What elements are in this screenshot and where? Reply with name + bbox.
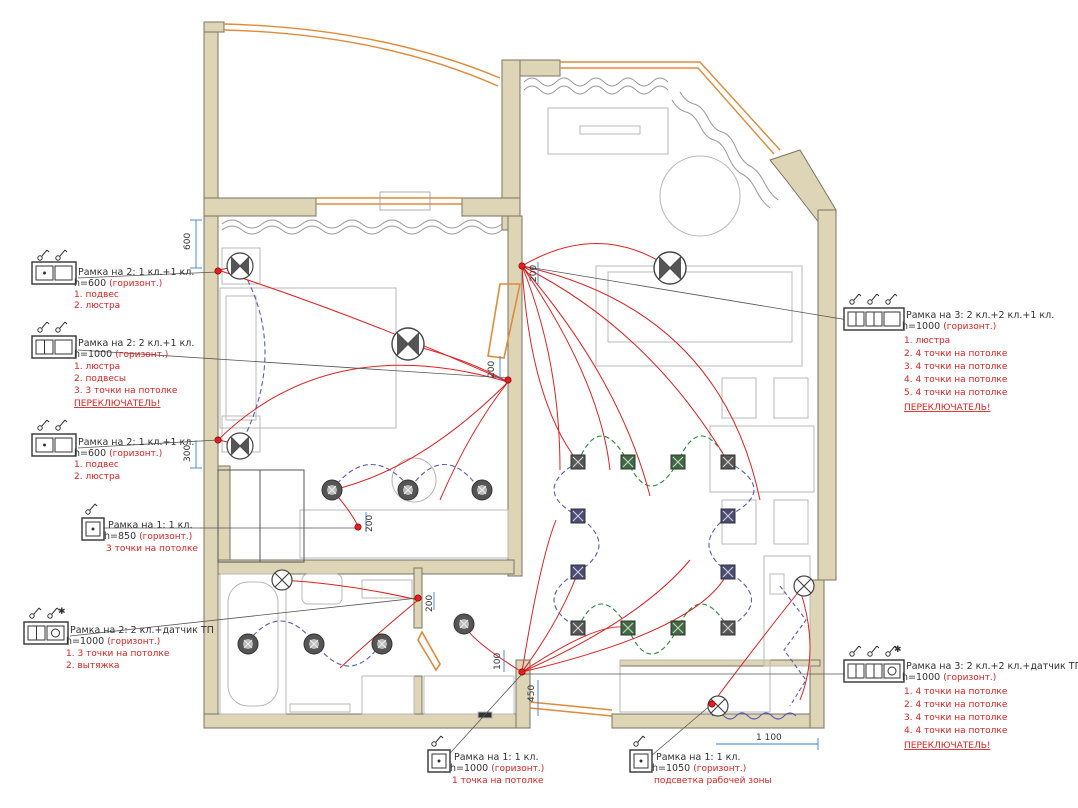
switch-3-line-1: 1. подвес <box>74 460 119 470</box>
leader-lines <box>69 265 849 763</box>
switch-3-title: Рамка на 2: 1 кл.+1 кл. <box>78 437 194 448</box>
switch-7-line-3: 3. 4 точки на потолке <box>904 713 1008 723</box>
switch-3-line-2: 2. люстра <box>74 472 120 482</box>
switch-4-height: h=850 (горизонт.) <box>104 531 192 542</box>
switch-6-line-5: 5. 4 точки на потолке <box>904 388 1008 398</box>
switch-annotation-6: Рамка на 3: 2 кл.+2 кл.+1 кл. h=1000 (го… <box>843 293 1054 413</box>
dim-300: 300 <box>183 445 193 462</box>
dim-450: 450 <box>527 685 537 702</box>
switch-annotation-7: ✱ Рамка на 3: 2 кл.+2 кл.+датчик ТП h=10… <box>843 645 1078 751</box>
dim-200-bath: 200 <box>425 595 435 612</box>
switch-6-line-1: 1. люстра <box>904 336 950 346</box>
switch-3-height: h=600 (горизонт.) <box>74 448 162 459</box>
switch-6-line-4: 4. 4 точки на потолке <box>904 375 1008 385</box>
ceiling-spot-icon <box>453 613 475 635</box>
switch-annotation-3: Рамка на 2: 1 кл.+1 кл. h=600 (горизонт.… <box>31 419 194 482</box>
switch-5-line-1: 1. 3 точки на потолке <box>66 649 170 659</box>
switch-2-line-2: 2. подвесы <box>74 374 126 384</box>
switch-5-title: Рамка на 2: 2 кл.+датчик ТП <box>70 625 214 636</box>
ceiling-square-light-icon <box>620 620 636 636</box>
switch-annotation-9: Рамка на 1: 1 кл. h=1050 (горизонт.) под… <box>629 735 772 786</box>
switch-5-line-2: 2. вытяжка <box>66 661 120 671</box>
dim-200-bedroom: 200 <box>487 361 497 378</box>
switch-9-line-1: подсветка рабочей зоны <box>654 776 772 786</box>
switch-1-line-2: 2. люстра <box>74 301 120 311</box>
ceiling-spot-icon <box>471 479 493 501</box>
switch-6-line-3: 3. 4 точки на потолке <box>904 362 1008 372</box>
ceiling-spot-icon <box>321 479 343 501</box>
ceiling-square-light-icon <box>720 508 736 524</box>
ceiling-square-light-icon <box>570 564 586 580</box>
ceiling-square-light-icon <box>720 454 736 470</box>
switch-6-note: ПЕРЕКЛЮЧАТЕЛЬ! <box>904 403 991 413</box>
switch-2-title: Рамка на 2: 2 кл.+1 кл. <box>78 338 194 349</box>
dim-1100: 1 100 <box>756 733 782 743</box>
switch-7-title: Рамка на 3: 2 кл.+2 кл.+датчик ТП <box>906 661 1078 672</box>
dim-600: 600 <box>183 233 193 250</box>
wall-lamp-icon <box>793 575 815 597</box>
switch-points <box>214 262 716 708</box>
switch-4-title: Рамка на 1: 1 кл. <box>108 520 193 531</box>
switch-annotation-5: ✱ Рамка на 2: 2 кл.+датчик ТП h=1000 (го… <box>23 607 214 671</box>
switch-1-height: h=600 (горизонт.) <box>74 278 162 289</box>
ceiling-spot-icon <box>237 633 259 655</box>
ceiling-square-light-icon <box>670 454 686 470</box>
switch-6-height: h=1000 (горизонт.) <box>902 321 996 332</box>
switch-5-height: h=1000 (горизонт.) <box>66 636 160 647</box>
switch-annotation-2: Рамка на 2: 2 кл.+1 кл. h=1000 (горизонт… <box>31 321 194 409</box>
chandelier-icon <box>653 251 687 285</box>
exhaust-fan-icon <box>271 569 293 591</box>
ceiling-square-light-icon <box>570 508 586 524</box>
switch-annotation-4: Рамка на 1: 1 кл. h=850 (горизонт.) 3 то… <box>81 503 198 554</box>
switch-8-line-1: 1 точка на потолке <box>452 776 544 786</box>
switch-8-title: Рамка на 1: 1 кл. <box>454 752 539 763</box>
switch-1-title: Рамка на 2: 1 кл.+1 кл. <box>78 267 194 278</box>
ceiling-square-light-icon <box>720 564 736 580</box>
dim-100: 100 <box>493 653 503 670</box>
switch-9-height: h=1050 (горизонт.) <box>652 763 746 774</box>
switch-2-note: ПЕРЕКЛЮЧАТЕЛЬ! <box>74 399 161 409</box>
svg-text:✱: ✱ <box>58 607 66 617</box>
switch-annotation-1: Рамка на 2: 1 кл.+1 кл. h=600 (горизонт.… <box>31 249 194 311</box>
ceiling-square-light-icon <box>570 454 586 470</box>
windows <box>223 23 781 211</box>
dimension-marks <box>190 219 819 750</box>
doors <box>417 283 613 717</box>
switch-2-line-1: 1. люстра <box>74 362 120 372</box>
dim-200-hall: 200 <box>365 515 375 532</box>
switch-6-title: Рамка на 3: 2 кл.+2 кл.+1 кл. <box>906 310 1054 321</box>
ceiling-spot-icon <box>397 479 419 501</box>
switch-2-line-3: 3. 3 точки на потолке <box>74 386 178 396</box>
switch-7-height: h=1000 (горизонт.) <box>902 672 996 683</box>
switch-2-height: h=1000 (горизонт.) <box>74 349 168 360</box>
dimension-labels: 600 300 200 200 200 200 100 450 1 100 <box>183 233 782 743</box>
dim-200-living: 200 <box>529 265 539 282</box>
pendant-lamp-icon <box>226 432 254 460</box>
svg-text:✱: ✱ <box>894 645 902 655</box>
switch-7-line-1: 1. 4 точки на потолке <box>904 687 1008 697</box>
pendant-lamp-icon <box>226 252 254 280</box>
switch-annotation-8: Рамка на 1: 1 кл. h=1000 (горизонт.) 1 т… <box>427 735 544 786</box>
switch-1-line-1: 1. подвес <box>74 290 119 300</box>
curtains <box>221 77 779 235</box>
switch-7-line-2: 2. 4 точки на потолке <box>904 700 1008 710</box>
switch-7-line-4: 4. 4 точки на потолке <box>904 726 1008 736</box>
ceiling-square-light-icon <box>570 620 586 636</box>
ceiling-spot-icon <box>371 633 393 655</box>
switch-8-height: h=1000 (горизонт.) <box>450 763 544 774</box>
switch-4-line-1: 3 точки на потолке <box>106 544 198 554</box>
ceiling-square-light-icon <box>720 620 736 636</box>
switch-7-note: ПЕРЕКЛЮЧАТЕЛЬ! <box>904 741 991 751</box>
switch-6-line-2: 2. 4 точки на потолке <box>904 349 1008 359</box>
ceiling-square-light-icon <box>620 454 636 470</box>
walls <box>203 21 837 729</box>
switch-9-title: Рамка на 1: 1 кл. <box>656 752 741 763</box>
chandelier-icon <box>391 327 425 361</box>
ceiling-spot-icon <box>303 633 325 655</box>
ceiling-square-light-icon <box>670 620 686 636</box>
